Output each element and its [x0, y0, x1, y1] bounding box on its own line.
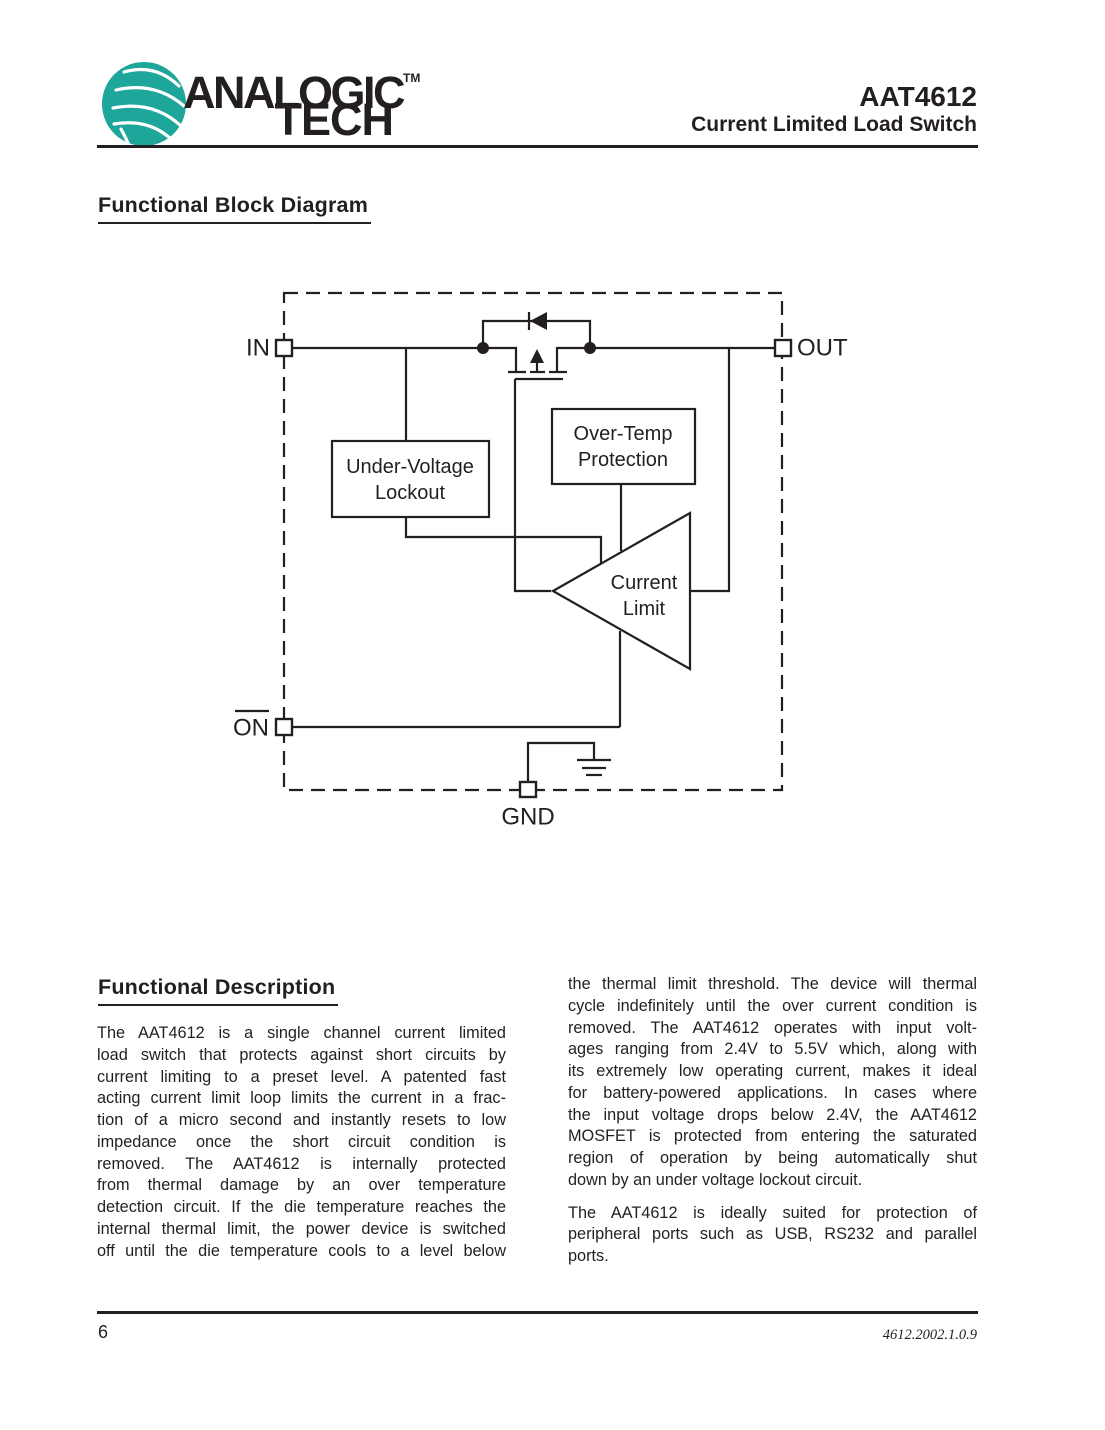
amp-label-line2: Limit: [623, 598, 666, 620]
text-line: removed. The AAT4612 operates with input…: [568, 1018, 977, 1037]
text-line: The AAT4612 is a single channel current …: [97, 1024, 506, 1042]
under-voltage-lockout-block: Under-Voltage Lockout: [330, 439, 491, 519]
junction-dot-left: [477, 342, 489, 354]
text-line: removed. The AAT4612 is internally prote…: [97, 1154, 506, 1173]
on-terminal: [274, 717, 294, 737]
over-temp-protection-block: Over-Temp Protection: [550, 407, 697, 486]
part-number: AAT4612: [859, 81, 977, 112]
body-diode: [481, 312, 592, 348]
mosfet-body-arrow: [530, 349, 544, 363]
mosfet-symbol: [508, 349, 567, 381]
text-line: ports.: [568, 1247, 609, 1266]
text-line: down by an under voltage lockout circuit…: [568, 1170, 863, 1189]
text-line: load switch that protects against short …: [97, 1045, 506, 1064]
brand-name: ANALOGICTM: [183, 56, 420, 115]
pin-label-in: IN: [246, 335, 270, 362]
gnd-terminal: [518, 780, 538, 799]
trademark-symbol: TM: [403, 71, 421, 85]
document-code: 4612.2002.1.0.9: [882, 1327, 977, 1343]
junction-dot-right: [584, 342, 596, 354]
footer-rule: [97, 1311, 978, 1314]
block-diagram-heading: Functional Block Diagram: [98, 193, 372, 224]
text-line: cycle indefinitely until the over curren…: [568, 996, 977, 1015]
text-line: impedance once the short circuit conditi…: [97, 1132, 506, 1151]
pin-label-on: ON: [233, 715, 269, 742]
uvl-label-line2: Lockout: [375, 482, 445, 504]
text-line: off until the die temperature cools to a…: [97, 1241, 506, 1260]
amp-label-line1: Current: [611, 572, 678, 594]
brand-line2: TECH: [274, 94, 395, 145]
text-line: its extremely low operating current, mak…: [568, 1062, 977, 1081]
logo-circle: [102, 62, 186, 146]
text-line: MOSFET is protected from entering the sa…: [568, 1127, 977, 1146]
gate-drive-wire: [513, 379, 551, 593]
main-power-wire: [292, 346, 775, 372]
text-line: The AAT4612 is ideally suited for protec…: [568, 1203, 977, 1222]
description-column-right: the thermal limit threshold. The device …: [568, 974, 977, 1268]
text-line: acting current limit loop limits the cur…: [97, 1089, 506, 1108]
in-terminal: [274, 338, 294, 358]
text-line: the input voltage drops below 2.4V, the …: [568, 1105, 977, 1124]
header-title-block: AAT4612 Current Limited Load Switch: [691, 82, 977, 138]
text-line: peripheral ports such as USB, RS232 and …: [568, 1225, 977, 1244]
brand-line1: ANALOGIC: [183, 67, 406, 118]
page-number: 6: [98, 1322, 109, 1342]
part-subtitle: Current Limited Load Switch: [691, 113, 977, 136]
text-line: tion of a micro second and instantly res…: [97, 1111, 506, 1130]
logo-leaf-veins: [111, 67, 186, 152]
otp-label-line2: Protection: [578, 449, 668, 471]
text-line: the thermal limit threshold. The device …: [568, 975, 977, 993]
ground-symbol: [577, 758, 611, 777]
gnd-wire: [526, 741, 596, 783]
text-line: from thermal damage by an over temperatu…: [97, 1176, 506, 1195]
analogictech-logo-icon: [102, 62, 186, 152]
otp-label-line1: Over-Temp: [574, 423, 673, 445]
text-line: ages ranging from 2.4V to 5.5V which, al…: [568, 1040, 977, 1059]
text-line: internal thermal limit, the power device…: [97, 1219, 506, 1238]
header-rule: [97, 145, 978, 148]
description-heading: Functional Description: [98, 975, 339, 1006]
current-limit-amp: Current Limit: [550, 511, 692, 671]
uvl-output-wire: [404, 517, 603, 564]
pin-label-out: OUT: [797, 335, 848, 362]
description-column-left: The AAT4612 is a single channel current …: [97, 1023, 506, 1262]
text-line: for battery-powered applications. In cas…: [568, 1083, 977, 1102]
functional-block-diagram: Under-Voltage Lockout Over-Temp Protecti…: [233, 291, 848, 831]
out-terminal: [773, 338, 793, 358]
text-line: current limiting to a preset level. A pa…: [97, 1067, 506, 1086]
text-line: detection circuit. If the die temperatur…: [97, 1198, 506, 1217]
pin-label-gnd: GND: [501, 804, 554, 831]
device-boundary-dashed-box: [282, 291, 784, 792]
uvl-label-line1: Under-Voltage: [346, 456, 474, 478]
output-feedback-wire: [690, 348, 731, 593]
text-line: region of operation by being automatical…: [568, 1149, 977, 1168]
